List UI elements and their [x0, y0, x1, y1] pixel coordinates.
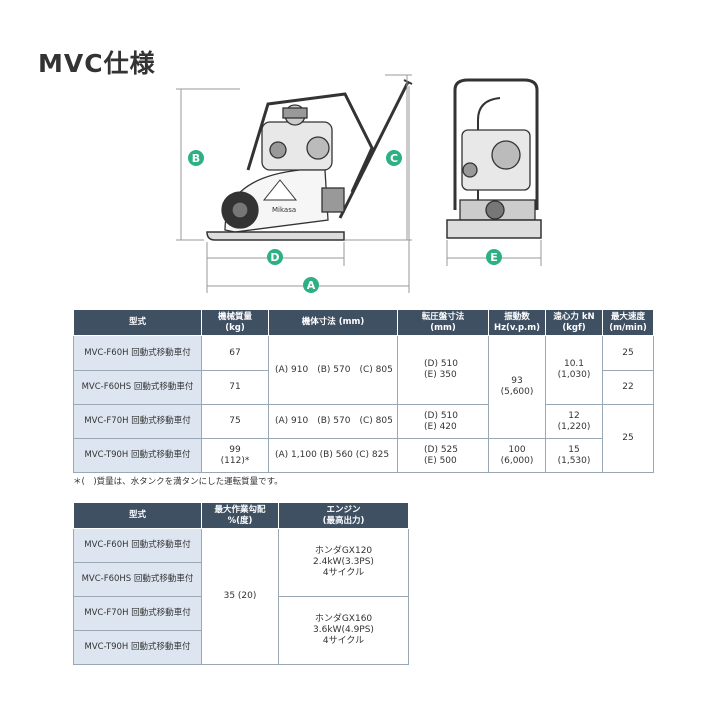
front-view-machine: [446, 78, 542, 239]
header-dims: 機体寸法 (mm): [268, 309, 398, 336]
svg-text:C: C: [390, 152, 398, 165]
dimension-lines: [176, 74, 542, 293]
dimension-label-e: E: [486, 249, 502, 265]
model-cell: MVC-F60HS 回動式移動車付: [73, 562, 202, 597]
table-row: MVC-T90H 回動式移動車付 99(112)* (A) 1,100 (B) …: [73, 438, 654, 473]
speed-cell: 25: [602, 335, 654, 371]
plate-cell: (D) 525(E) 500: [397, 438, 489, 473]
grade-cell: 35 (20): [201, 528, 279, 665]
dimension-label-b: B: [188, 150, 204, 166]
dimension-label-d: D: [267, 249, 283, 265]
mass-cell: 67: [201, 335, 269, 371]
header-model: 型式: [73, 502, 202, 529]
table-row: MVC-F60H 回動式移動車付 67 (A) 910 (B) 570 (C) …: [73, 335, 654, 439]
model-cell: MVC-F70H 回動式移動車付: [73, 404, 202, 439]
table-row: MVC-T90H 回動式移動車付: [73, 630, 409, 665]
footnote: ＊( )質量は、水タンクを満タンにした運転質量です。: [73, 477, 283, 487]
vibration-cell: 93(5,600): [488, 335, 546, 439]
mass-cell: 71: [201, 370, 269, 405]
dimension-label-c: C: [386, 150, 402, 166]
model-cell: MVC-F60H 回動式移動車付: [73, 528, 202, 563]
speed-cell: 25: [602, 404, 654, 473]
side-view-machine: Mikasa: [206, 79, 413, 241]
model-cell: MVC-T90H 回動式移動車付: [73, 438, 202, 473]
page-title: MVC仕様: [38, 49, 156, 78]
header-force: 遠心力 kN(kgf): [545, 309, 603, 336]
force-cell: 15(1,530): [545, 438, 603, 473]
header-model: 型式: [73, 309, 202, 336]
dims-cell: (A) 910 (B) 570 (C) 805: [268, 404, 398, 439]
header-plate: 転圧盤寸法(mm): [397, 309, 489, 336]
model-cell: MVC-F60HS 回動式移動車付: [73, 370, 202, 405]
table-row: MVC-F70H 回動式移動車付 75 (A) 910 (B) 570 (C) …: [73, 404, 654, 473]
svg-text:B: B: [192, 152, 200, 165]
svg-text:E: E: [490, 251, 498, 264]
model-cell: MVC-F60H 回動式移動車付: [73, 335, 202, 371]
mass-cell: 99(112)*: [201, 438, 269, 473]
speed-cell: 22: [602, 370, 654, 405]
force-cell: 12(1,220): [545, 404, 603, 439]
mass-cell: 75: [201, 404, 269, 439]
header-speed: 最大速度(m/min): [602, 309, 654, 336]
model-cell: MVC-F70H 回動式移動車付: [73, 596, 202, 631]
plate-cell: (D) 510(E) 420: [397, 404, 489, 439]
header-engine: エンジン(最高出力): [278, 502, 409, 529]
dimension-label-a: A: [303, 277, 319, 293]
force-cell: 10.1(1,030): [545, 335, 603, 405]
table-row: MVC-F60HS 回動式移動車付 71 22: [73, 370, 654, 405]
model-cell: MVC-T90H 回動式移動車付: [73, 630, 202, 665]
header-grade: 最大作業勾配%(度): [201, 502, 279, 529]
engine-table: 型式 最大作業勾配%(度) エンジン(最高出力) MVC-F60H 回動式移動車…: [73, 502, 409, 665]
svg-text:D: D: [270, 251, 279, 264]
vibration-cell: 100(6,000): [488, 438, 546, 473]
header-mass: 機械質量(kg): [201, 309, 269, 336]
brand-text: Mikasa: [272, 206, 296, 214]
engine-header-row: 型式 最大作業勾配%(度) エンジン(最高出力): [73, 502, 409, 529]
plate-cell: (D) 510(E) 350: [397, 335, 489, 405]
dims-cell: (A) 1,100 (B) 560 (C) 825: [268, 438, 398, 473]
svg-text:A: A: [307, 279, 316, 292]
dims-cell: (A) 910 (B) 570 (C) 805: [268, 335, 398, 405]
machine-illustration: Mikasa: [176, 74, 542, 293]
